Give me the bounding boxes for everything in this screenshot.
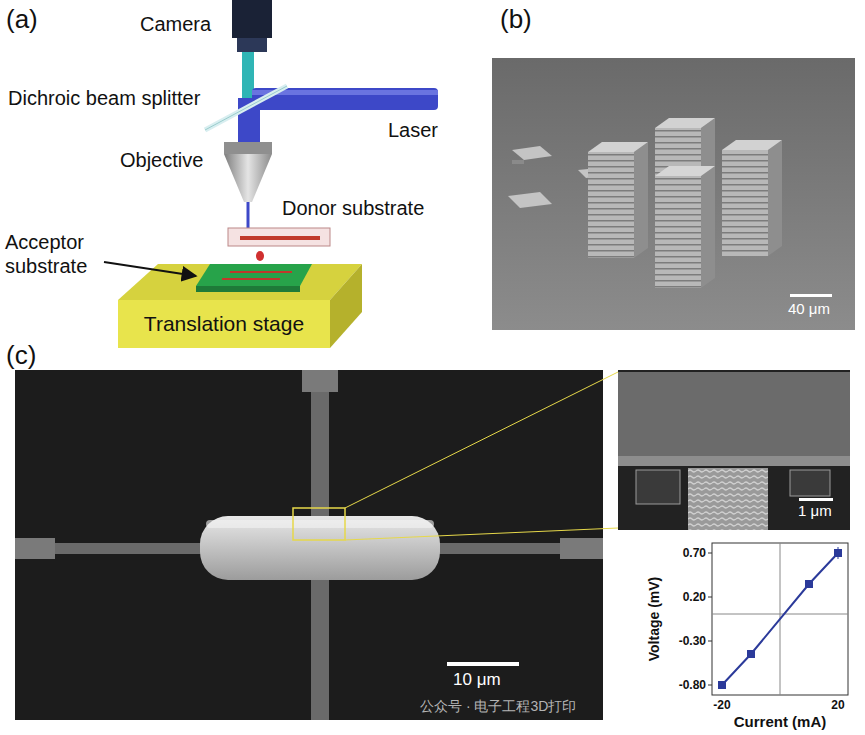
tick-label: -0.80 <box>679 678 706 692</box>
panel-letter: (a) <box>6 4 38 35</box>
tick-label: 20 <box>831 698 844 712</box>
part-label: Donor substrate <box>282 196 424 220</box>
sem-inset: 1 μm <box>618 370 850 530</box>
tick-label: 0.70 <box>683 546 706 560</box>
part-label: Laser <box>388 118 438 142</box>
node-label: Translation stage <box>144 311 304 336</box>
tick-label: -20 <box>713 698 730 712</box>
part-label: Dichroic beam splitter <box>8 86 200 110</box>
panel-letter: (b) <box>500 4 532 35</box>
watermark: 公众号 · 电子工程3D打印 <box>420 698 576 715</box>
axis-title: Voltage (mV) <box>646 577 663 662</box>
translation-stage: Translation stage <box>118 300 330 348</box>
part-label: Objective <box>120 148 203 172</box>
sem-image-panel: 10 μm <box>15 370 603 720</box>
part-label: Acceptor substrate <box>5 230 103 278</box>
scale-bar-label: 10 μm <box>453 670 501 690</box>
tick-label: 0.20 <box>683 590 706 604</box>
scale-bar-label: 1 μm <box>798 502 832 520</box>
scale-bar-label: 40 μm <box>788 300 830 318</box>
axis-title: Current (mA) <box>734 713 827 731</box>
tick-label: -0.30 <box>679 634 706 648</box>
sem-image-panel: 40 μm <box>492 58 855 330</box>
panel-letter: (c) <box>6 340 36 371</box>
part-label: Camera <box>140 12 211 36</box>
